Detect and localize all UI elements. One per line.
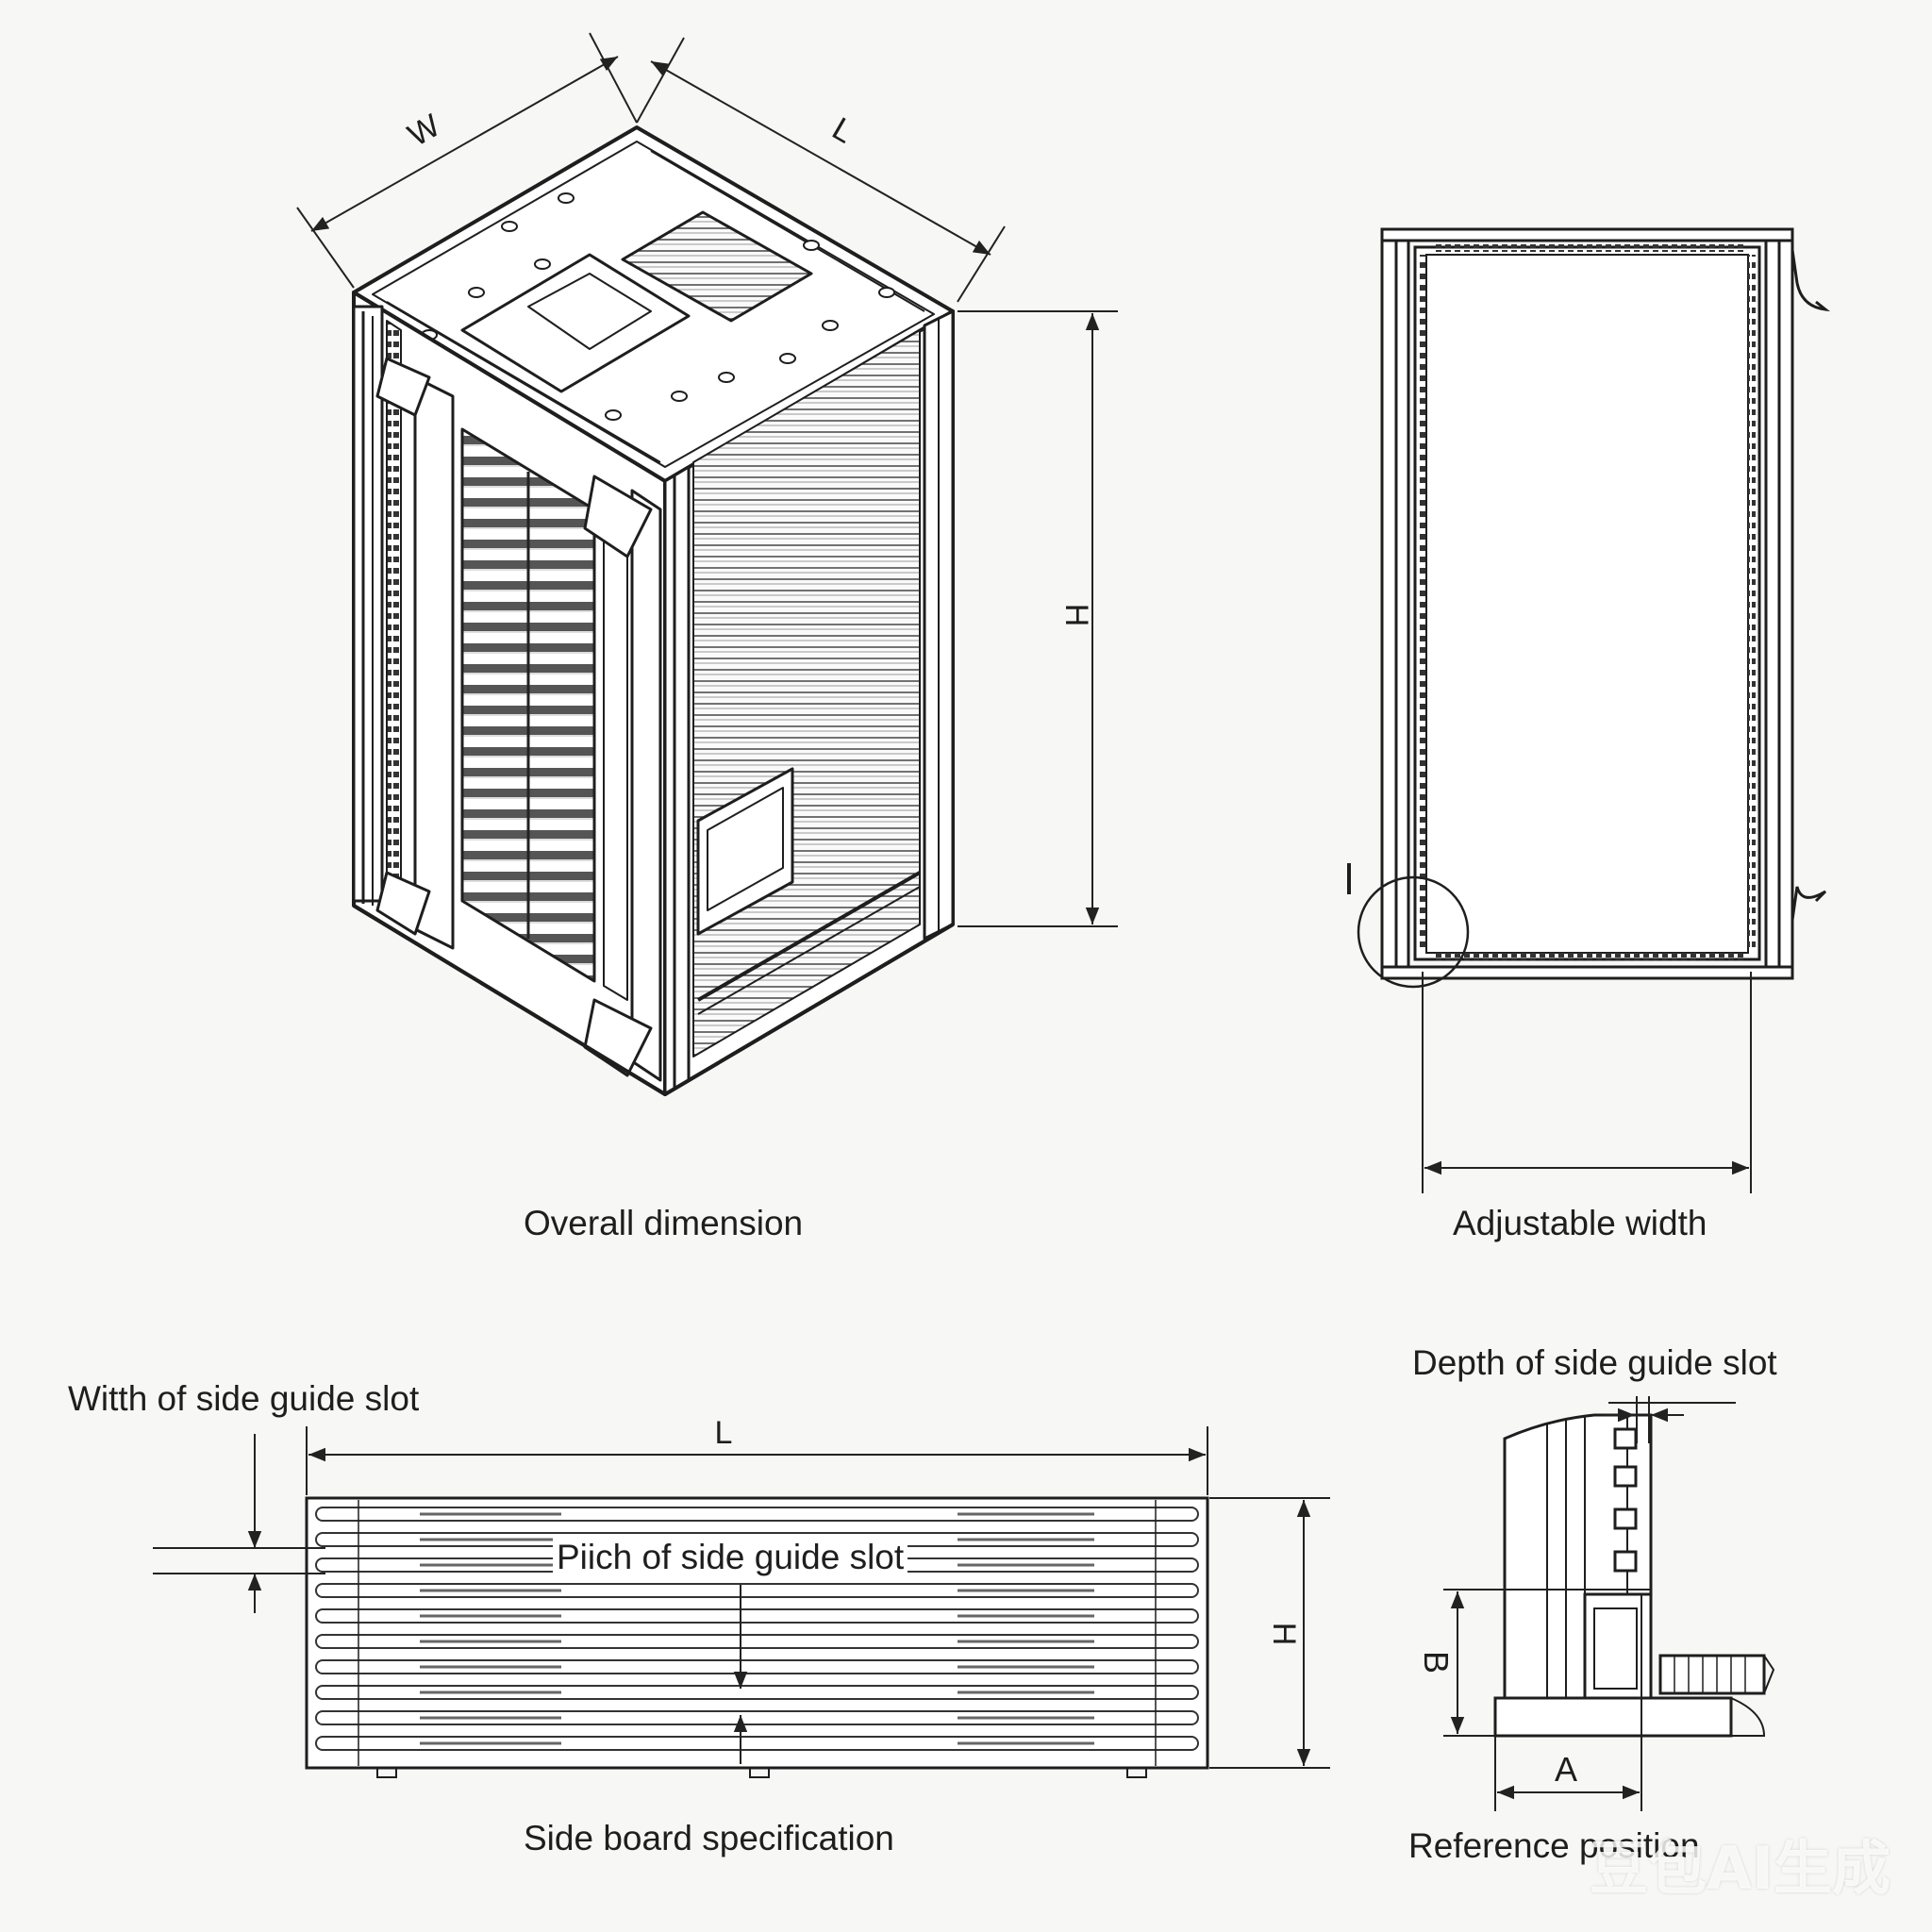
dim-W-label: W xyxy=(402,108,446,154)
dim-I-label: I xyxy=(1351,853,1359,889)
dim-adjustable-width xyxy=(1422,972,1752,1193)
dim-H-top-label: H xyxy=(1058,604,1094,627)
dim-slot-depth xyxy=(1604,1396,1736,1443)
label-depth-of-slot: Depth of side guide slot xyxy=(1412,1343,1777,1382)
slot-row xyxy=(315,1608,1199,1624)
watermark: 豆包AI生成 xyxy=(1589,1834,1890,1903)
dim-W xyxy=(296,32,638,289)
slot-row xyxy=(315,1710,1199,1725)
label-pitch-of-slot: Piich of side guide slot xyxy=(553,1538,908,1577)
dim-B xyxy=(1443,1589,1651,1737)
slot-rows xyxy=(315,1507,1199,1751)
dim-L-top-label: L xyxy=(826,110,859,150)
slot-row xyxy=(315,1634,1199,1649)
dim-B-label: B xyxy=(1417,1651,1456,1674)
caption-adjustable-width: Adjustable width xyxy=(1453,1204,1707,1242)
dim-L-bottom-label: L xyxy=(715,1415,733,1451)
slot-row xyxy=(315,1583,1199,1598)
reference-position-view xyxy=(1493,1413,1775,1738)
caption-reference-position: Reference position xyxy=(1408,1826,1700,1865)
adjustable-width-view xyxy=(1347,227,1831,989)
dim-A xyxy=(1494,1594,1642,1811)
dim-H-bottom xyxy=(1209,1497,1330,1769)
dim-slot-width xyxy=(153,1434,325,1613)
dim-L-bottom xyxy=(306,1426,1208,1495)
caption-overall-dimension: Overall dimension xyxy=(524,1204,804,1242)
slot-row xyxy=(315,1685,1199,1700)
slot-row xyxy=(315,1659,1199,1674)
dim-H-top xyxy=(958,310,1118,927)
label-width-of-slot: Witth of side guide slot xyxy=(68,1379,420,1418)
dim-H-bottom-label: H xyxy=(1266,1623,1302,1646)
dim-L-top xyxy=(636,37,1006,303)
caption-side-board-specification: Side board specification xyxy=(524,1819,894,1857)
dim-A-label: A xyxy=(1555,1750,1577,1789)
slot-row xyxy=(315,1736,1199,1751)
slot-row xyxy=(315,1507,1199,1522)
rack-isometric-view xyxy=(352,125,955,1096)
detail-circle xyxy=(1357,875,1470,989)
